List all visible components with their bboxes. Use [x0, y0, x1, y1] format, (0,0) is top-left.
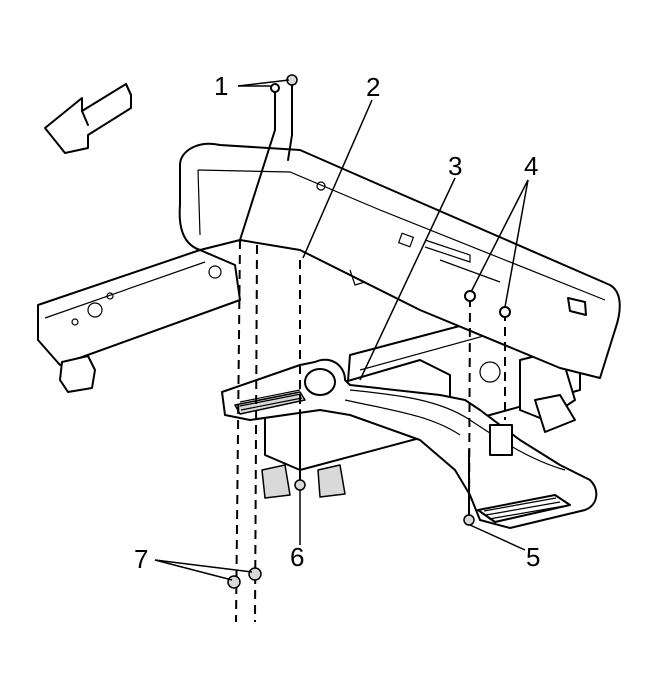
callout-2: 2: [366, 72, 380, 102]
step-bracket: [221, 358, 598, 529]
step-pad-grip-left: [239, 389, 303, 411]
callout-5: 5: [526, 542, 540, 572]
callout-7: 7: [134, 544, 148, 574]
rear-bumper: [178, 142, 621, 379]
callout-1: 1: [214, 71, 228, 101]
leader-lines: [154, 79, 529, 581]
callout-3: 3: [448, 151, 462, 181]
callout-6: 6: [290, 542, 304, 572]
step-pad-grip-right: [483, 497, 565, 520]
direction-arrow-icon: [44, 83, 132, 154]
bolt-item-5: [463, 449, 475, 526]
callout-4: 4: [524, 151, 538, 181]
